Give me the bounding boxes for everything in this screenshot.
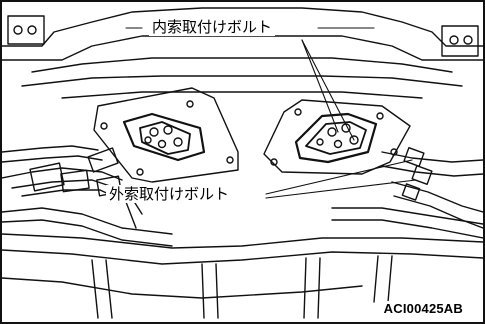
inner-cable-bolt-label: 内索取付けボルト — [149, 18, 276, 36]
right-corner-bracket — [441, 25, 479, 57]
right-cable-assembly — [331, 146, 483, 239]
outer-cable-bolt-label: 外索取付けボルト — [106, 185, 233, 203]
lower-crossmember — [2, 233, 483, 319]
figure-code: ACI00425AB — [381, 301, 465, 316]
vehicle-underbody-drawing — [2, 7, 483, 319]
leader-lines — [125, 27, 417, 199]
left-corner-bracket — [7, 15, 45, 45]
left-mounting-plate — [93, 87, 239, 183]
upper-frame — [2, 7, 483, 99]
right-mounting-plate — [263, 99, 411, 175]
